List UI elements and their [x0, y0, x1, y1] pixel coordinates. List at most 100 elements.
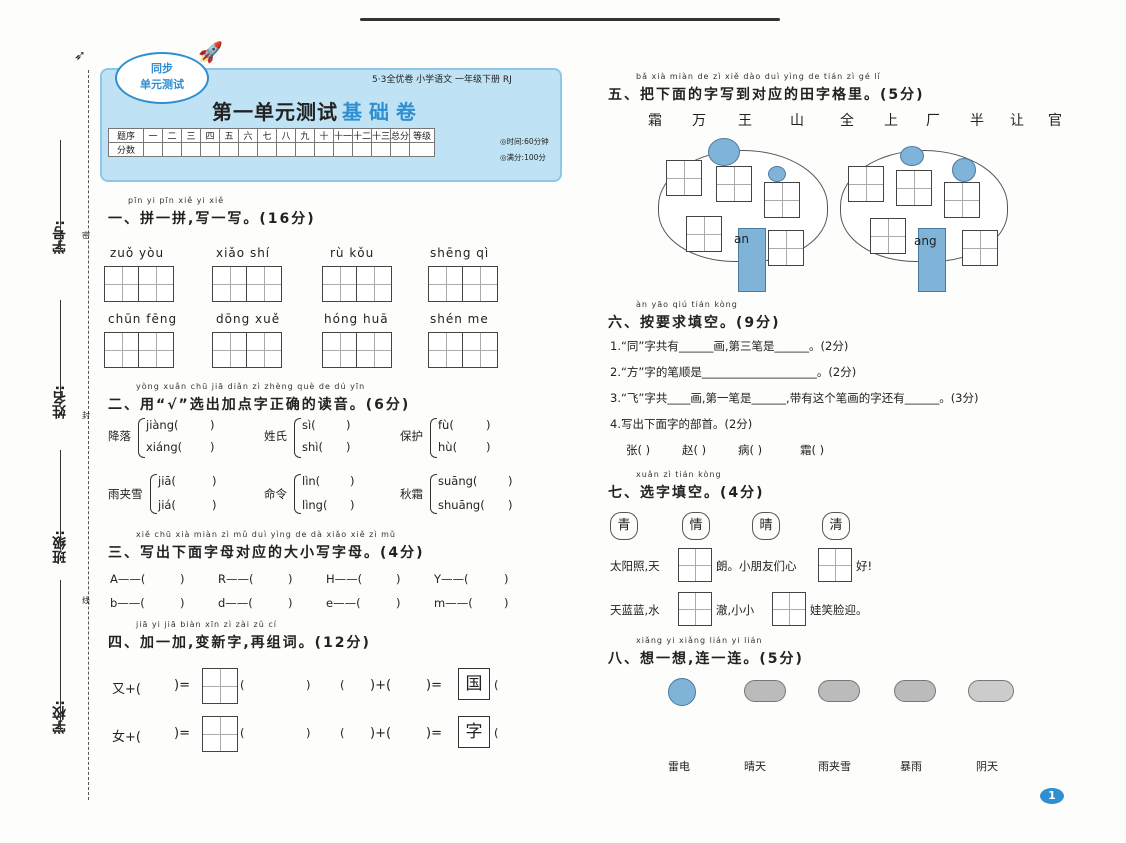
tian-box[interactable] — [212, 266, 248, 302]
tian-box[interactable] — [356, 332, 392, 368]
score-blank[interactable] — [409, 142, 435, 157]
score-cell: 二 — [162, 128, 182, 143]
score-cell: 分数 — [108, 142, 144, 157]
s4-paren-close: ) — [306, 678, 311, 692]
page-number: 1 — [1040, 788, 1064, 804]
s2-opt: hù( — [438, 440, 458, 454]
s2-opt: suāng( — [438, 474, 478, 488]
s6-radical: 张( ) — [626, 443, 651, 457]
score-cell: 十一 — [333, 128, 353, 143]
tian-box[interactable] — [848, 166, 884, 202]
s2-word-5: 命令 — [264, 487, 287, 501]
tian-box[interactable] — [138, 332, 174, 368]
score-blank[interactable] — [143, 142, 163, 157]
tian-box[interactable] — [768, 230, 804, 266]
tian-box[interactable] — [666, 160, 702, 196]
score-cell: 一 — [143, 128, 163, 143]
answer-box[interactable] — [202, 716, 238, 752]
s6-q4: 4.写出下面字的部首。(2分) — [610, 417, 753, 431]
score-blank[interactable] — [390, 142, 410, 157]
dashed-cut-line — [88, 70, 89, 800]
s4-mid: )+( — [370, 678, 392, 693]
tian-box[interactable] — [716, 166, 752, 202]
score-blank[interactable] — [181, 142, 201, 157]
weather-label: 阴天 — [976, 760, 998, 773]
tian-box[interactable] — [104, 266, 140, 302]
tian-box[interactable] — [212, 332, 248, 368]
tian-box[interactable] — [428, 266, 464, 302]
s5-char: 官 — [1048, 113, 1062, 129]
tian-box[interactable] — [246, 332, 282, 368]
tian-box[interactable] — [322, 332, 358, 368]
owl-icon — [708, 138, 740, 166]
s2-word-6: 秋霜 — [400, 487, 423, 501]
tree-trunk — [918, 228, 946, 292]
tian-box[interactable] — [462, 332, 498, 368]
score-blank[interactable] — [295, 142, 315, 157]
page-title: 第一单元测试 — [212, 100, 338, 124]
tian-box[interactable] — [764, 182, 800, 218]
rain-cloud-icon — [744, 680, 786, 702]
tian-box[interactable] — [246, 266, 282, 302]
s1-pinyin-7: hóng huā — [324, 312, 389, 326]
rocket-icon: ➶ — [74, 48, 86, 64]
tian-box[interactable] — [462, 266, 498, 302]
option-char: 晴 — [752, 512, 780, 540]
badge: 同步 单元测试 — [115, 52, 209, 104]
tian-box[interactable] — [138, 266, 174, 302]
score-blank[interactable] — [257, 142, 277, 157]
tian-box[interactable] — [104, 332, 140, 368]
tian-box[interactable] — [944, 182, 980, 218]
tian-box[interactable] — [896, 170, 932, 206]
s7-text: 朗。小朋友们心 — [716, 559, 797, 573]
s8-pinyin: xiǎng yi xiǎng lián yi lián — [636, 636, 763, 645]
score-blank[interactable] — [333, 142, 353, 157]
tian-box[interactable] — [322, 266, 358, 302]
s4-paren-open: ( — [340, 726, 345, 740]
tian-box[interactable] — [772, 592, 806, 626]
s4-title: 四、加一加,变新字,再组词。(12分) — [108, 635, 371, 651]
option-char: 清 — [822, 512, 850, 540]
s4-paren-open: ( — [340, 678, 345, 692]
s5-title: 五、把下面的字写到对应的田字格里。(5分) — [608, 87, 925, 103]
s7-text: 澈,小小 — [716, 603, 755, 617]
answer-box[interactable] — [202, 668, 238, 704]
s2-title: 二、用“√”选出加点字正确的读音。(6分) — [108, 397, 411, 413]
score-blank[interactable] — [314, 142, 334, 157]
weather-label: 晴天 — [744, 760, 766, 773]
bird-icon — [952, 158, 976, 182]
score-blank[interactable] — [162, 142, 182, 157]
tian-box[interactable] — [686, 216, 722, 252]
score-blank[interactable] — [219, 142, 239, 157]
s5-char: 半 — [970, 113, 984, 129]
s2-opt: lìn( — [302, 474, 321, 488]
tian-box[interactable] — [818, 548, 852, 582]
tian-box[interactable] — [678, 548, 712, 582]
s4-eq: )= — [426, 726, 442, 741]
score-blank[interactable] — [276, 142, 296, 157]
s6-q3: 3.“飞”字共____画,第一笔是______,带有这个笔画的字还有______… — [610, 391, 979, 405]
bird-icon — [768, 166, 786, 182]
s4-eq: )= — [426, 678, 442, 693]
brace — [150, 474, 157, 514]
tian-box[interactable] — [962, 230, 998, 266]
score-blank[interactable] — [200, 142, 220, 157]
s6-radical: 赵( ) — [682, 443, 707, 457]
weather-label: 雨夹雪 — [818, 760, 851, 773]
s4-eq: )= — [174, 678, 190, 693]
score-blank[interactable] — [352, 142, 372, 157]
s6-q1: 1.“同”字共有______画,第三笔是______。(2分) — [610, 339, 849, 353]
s1-pinyin-8: shén me — [430, 312, 489, 326]
s2-close: ) — [486, 418, 491, 432]
tian-box[interactable] — [356, 266, 392, 302]
s7-text: 娃笑脸迎。 — [810, 603, 868, 617]
score-cell: 七 — [257, 128, 277, 143]
tian-box[interactable] — [870, 218, 906, 254]
tian-box[interactable] — [428, 332, 464, 368]
s3-item: A——( — [110, 572, 146, 586]
s1-title: 一、拼一拼,写一写。(16分) — [108, 211, 316, 227]
score-blank[interactable] — [238, 142, 258, 157]
score-blank[interactable] — [371, 142, 391, 157]
tian-box[interactable] — [678, 592, 712, 626]
s7-text: 好! — [856, 559, 873, 573]
